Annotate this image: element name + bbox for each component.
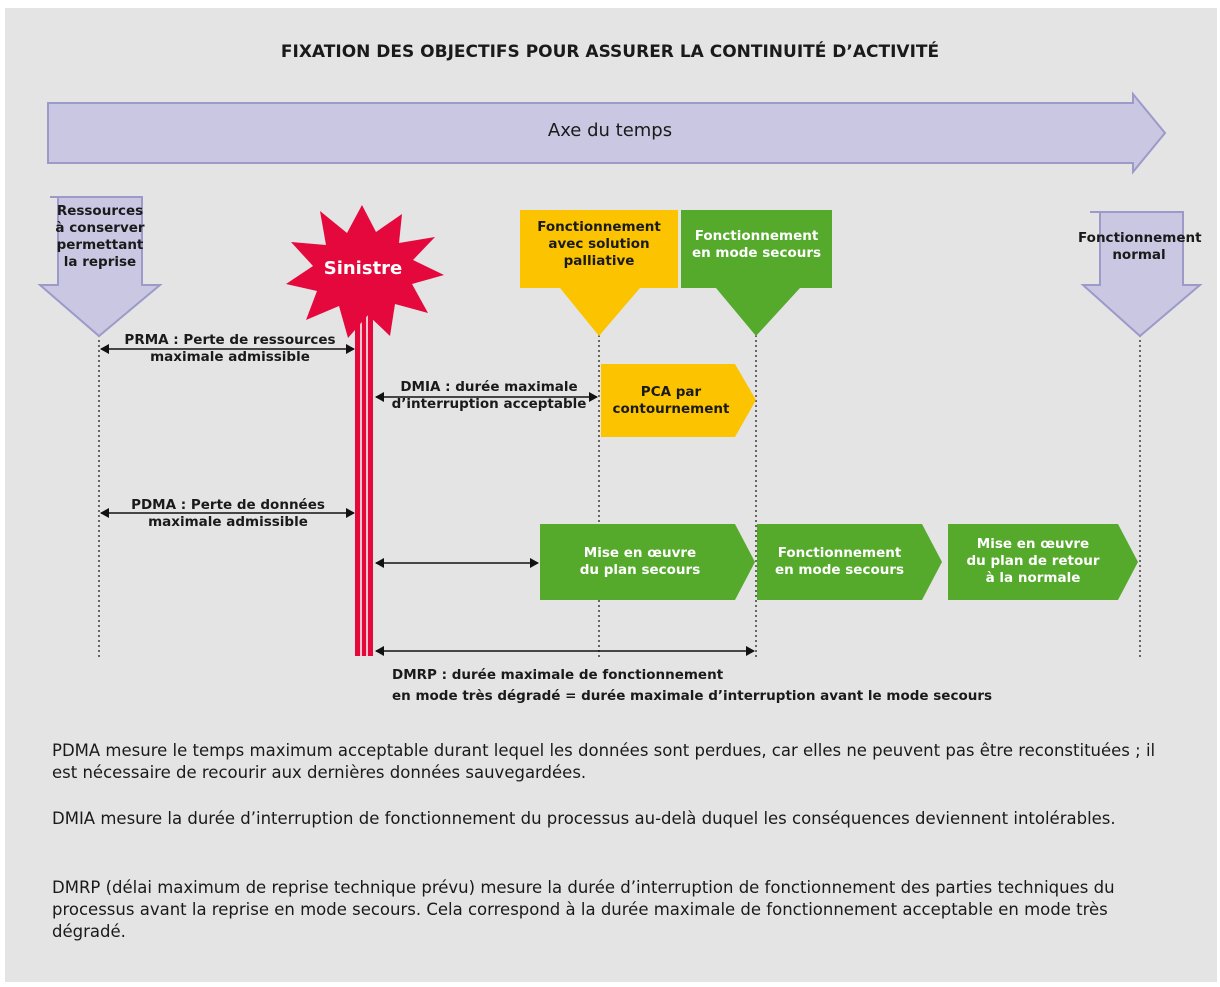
- fonct-mode-secours-phase: [757, 524, 942, 600]
- dmia-label: DMIA : durée maximale d’interruption acc…: [391, 379, 587, 412]
- prma-label: PRMA : Perte de ressources maximale admi…: [124, 332, 336, 365]
- sinistre-burst: [286, 205, 444, 338]
- diagram-graphics: [37, 91, 1203, 658]
- palliative-box: [520, 210, 678, 336]
- dmrp-label: DMRP : durée maximale de fonctionnement …: [392, 667, 993, 704]
- time-axis-label: Axe du temps: [547, 120, 673, 141]
- secours-label: Fonctionnement en mode secours: [691, 228, 822, 261]
- retour-normale-phase: [948, 524, 1138, 600]
- mise-oeuvre-secours-phase: [540, 524, 755, 600]
- secours-box: [681, 210, 832, 336]
- pdma-explanation: PDMA mesure le temps maximum acceptable …: [52, 741, 1156, 782]
- diagram-title: FIXATION DES OBJECTIFS POUR ASSURER LA C…: [280, 42, 940, 62]
- sinistre-bar: [355, 268, 373, 656]
- pdma-label: PDMA : Perte de données maximale admissi…: [131, 497, 325, 530]
- pca-label: PCA par contournement: [612, 384, 730, 417]
- normal-label: Fonctionnement normal: [1078, 230, 1202, 263]
- normal-box: [1080, 211, 1203, 338]
- dmrp-explanation: DMRP (délai maximum de reprise technique…: [52, 878, 1115, 941]
- sinistre-label: Sinistre: [323, 258, 403, 279]
- fonct-mode-secours-label: Fonctionnement en mode secours: [774, 545, 905, 578]
- diagram-panel: [5, 8, 1217, 982]
- retour-normale-label: Mise en œuvre du plan de retour à la nor…: [966, 536, 1100, 586]
- time-axis-arrow: [47, 91, 1167, 175]
- dmia-explanation: DMIA mesure la durée d’interruption de f…: [52, 809, 1116, 828]
- ressources-label: Ressources à conserver permettant la rep…: [55, 203, 145, 270]
- pca-phase: [601, 364, 756, 437]
- palliative-label: Fonctionnement avec solution palliative: [537, 219, 661, 269]
- mise-oeuvre-secours-label: Mise en œuvre du plan secours: [579, 545, 701, 578]
- ressources-box: [37, 196, 163, 338]
